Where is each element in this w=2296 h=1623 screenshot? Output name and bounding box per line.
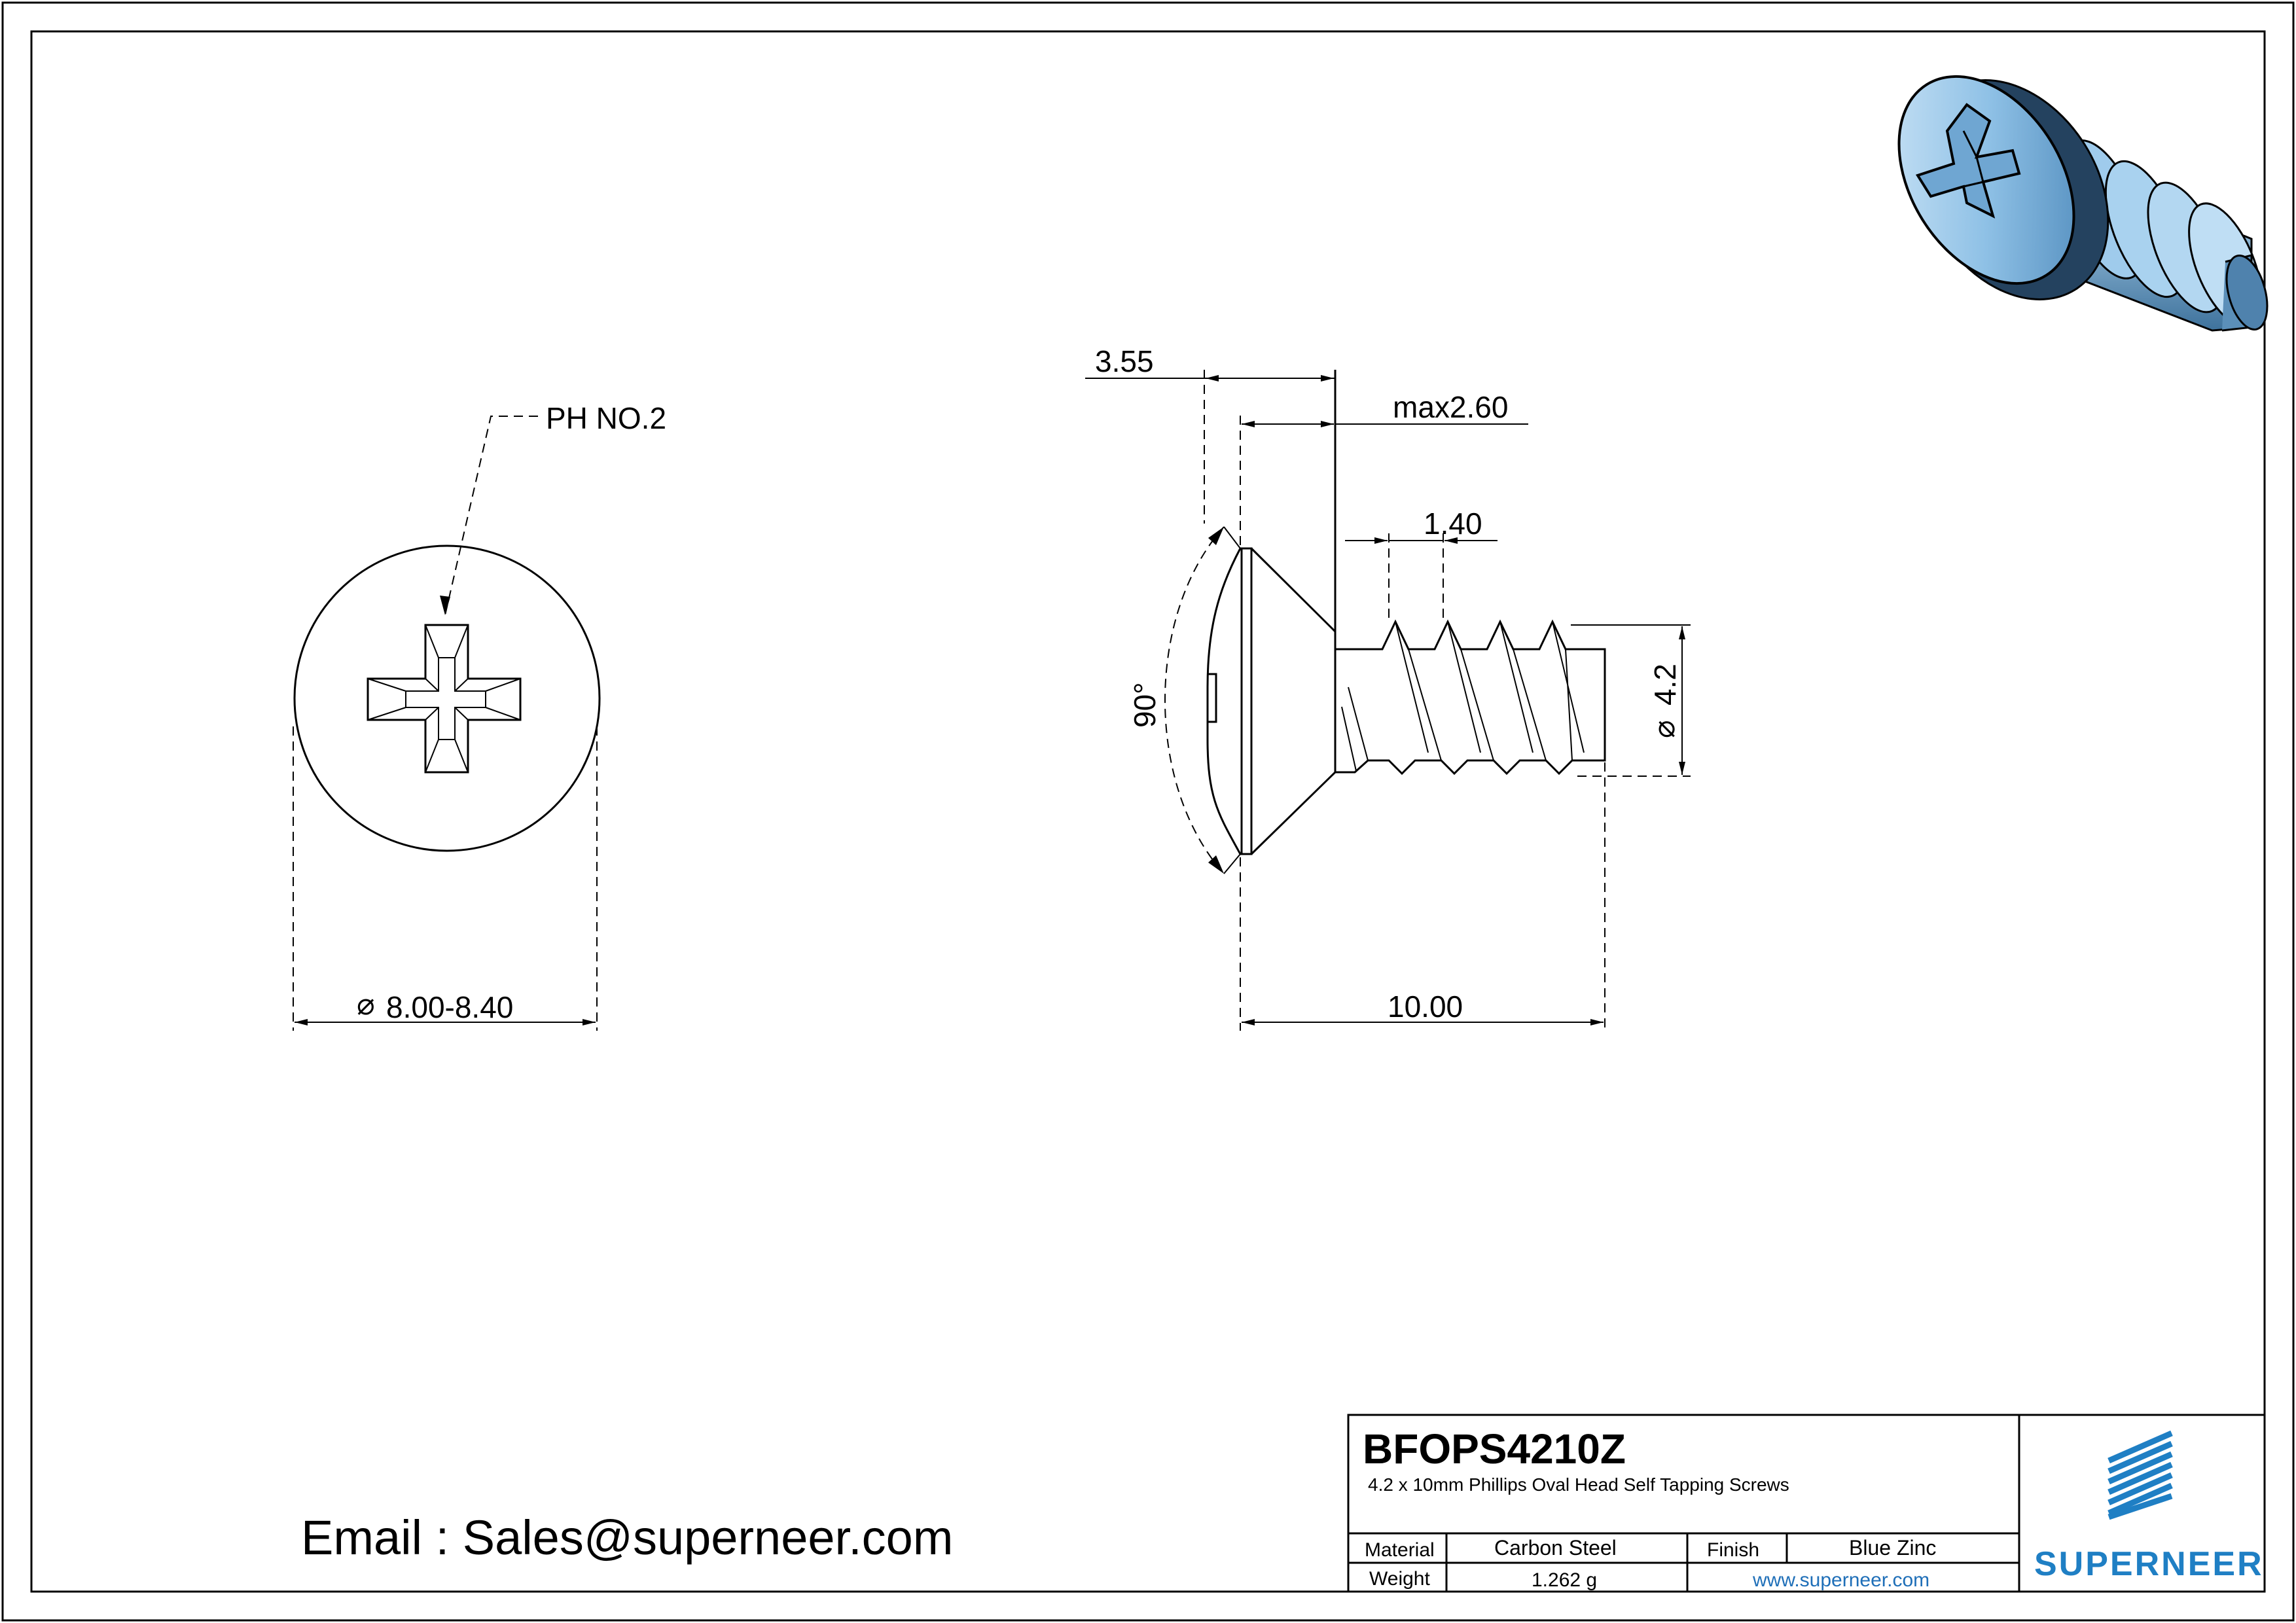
leader-arrow xyxy=(440,596,450,615)
part-number: BFOPS4210Z xyxy=(1363,1425,1626,1472)
drive-label: PH NO.2 xyxy=(546,401,666,435)
side-view: 3.55 max2.60 1.40 90° ⌀ 4.2 10.00 xyxy=(1085,344,1691,1031)
front-diameter-value: 8.00-8.40 xyxy=(386,990,513,1024)
contact-email: Email : Sales@superneer.com xyxy=(301,1510,953,1565)
part-description: 4.2 x 10mm Phillips Oval Head Self Tappi… xyxy=(1368,1474,1789,1495)
thread-diameter-symbol: ⌀ xyxy=(1647,720,1681,738)
finish-value: Blue Zinc xyxy=(1849,1536,1936,1560)
weight-label: Weight xyxy=(1369,1568,1430,1590)
angle-dim: 90° xyxy=(1128,682,1162,728)
website-link[interactable]: www.superneer.com xyxy=(1752,1569,1929,1591)
max-dim: max2.60 xyxy=(1393,390,1508,424)
superneer-logo-icon xyxy=(2108,1430,2173,1520)
screw-3d-icon xyxy=(1897,75,2269,332)
angle-arrow-top xyxy=(1208,527,1224,545)
title-block: BFOPS4210Z 4.2 x 10mm Phillips Oval Head… xyxy=(1347,1414,2266,1593)
finish-label: Finish xyxy=(1707,1539,1759,1561)
front-view: PH NO.2 ⌀ 8.00-8.40 xyxy=(293,401,666,1031)
front-diameter-symbol: ⌀ xyxy=(357,987,375,1021)
brand-name: SUPERNEER xyxy=(2034,1545,2264,1583)
length-dim: 10.00 xyxy=(1388,990,1463,1024)
angle-arrow-bottom xyxy=(1208,855,1224,874)
pitch-dim: 1.40 xyxy=(1424,507,1482,541)
weight-value: 1.262 g xyxy=(1532,1569,1597,1591)
thread-diameter-value: 4.2 xyxy=(1648,664,1682,705)
material-label: Material xyxy=(1365,1539,1435,1561)
head-height-dim: 3.55 xyxy=(1095,344,1154,378)
inner-border xyxy=(30,30,2266,1593)
material-value: Carbon Steel xyxy=(1494,1536,1617,1560)
